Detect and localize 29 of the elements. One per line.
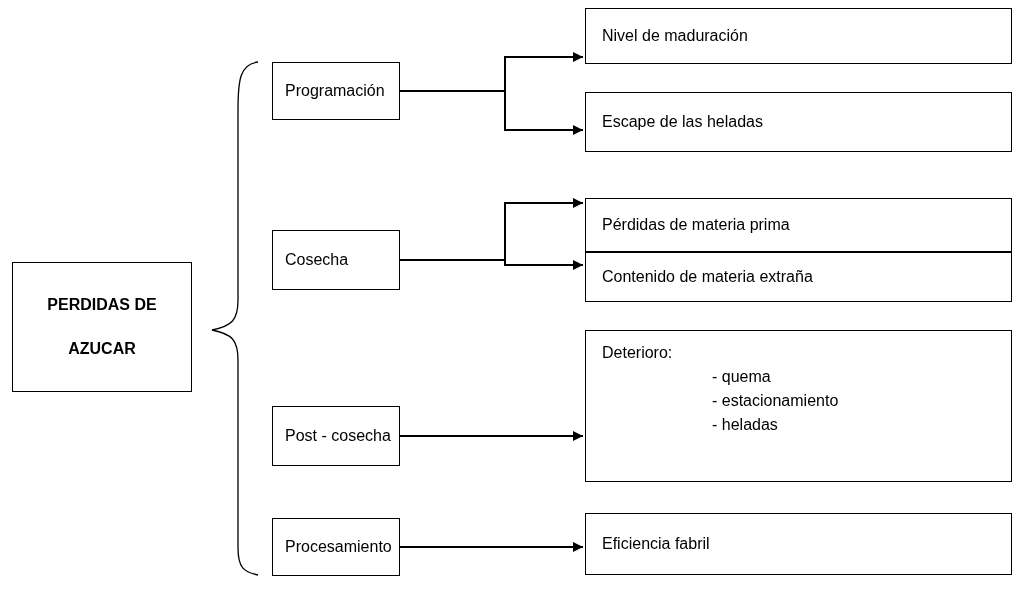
list-item: - quema	[712, 367, 771, 387]
category-box	[272, 518, 400, 576]
list-item: - heladas	[712, 415, 778, 435]
box-label: Post - cosecha	[285, 426, 391, 446]
category-box	[585, 198, 1012, 252]
category-box	[272, 62, 400, 120]
arrow	[399, 90, 584, 135]
category-box	[272, 230, 400, 290]
category-box	[585, 513, 1012, 575]
arrow	[399, 431, 584, 441]
box-label: Pérdidas de materia prima	[602, 215, 790, 235]
category-box	[585, 252, 1012, 302]
list-item: - estacionamiento	[712, 391, 839, 411]
root-box	[12, 262, 192, 392]
box-label: Nivel de maduración	[602, 26, 748, 46]
box-label: Programación	[285, 81, 385, 101]
box-label: Contenido de materia extraña	[602, 267, 813, 287]
category-box	[585, 8, 1012, 64]
box-label: Cosecha	[285, 250, 349, 270]
category-box	[585, 330, 1012, 482]
box-label: Escape de las heladas	[602, 112, 763, 132]
box-label: Eficiencia fabril	[602, 534, 710, 554]
arrow	[399, 259, 584, 270]
box-label: PERDIDAS DE AZUCAR	[46, 295, 158, 359]
category-box	[272, 406, 400, 466]
list-heading: Deterioro:	[602, 343, 673, 363]
arrow	[399, 542, 584, 552]
category-box	[585, 92, 1012, 152]
box-label: Procesamiento	[285, 537, 392, 557]
